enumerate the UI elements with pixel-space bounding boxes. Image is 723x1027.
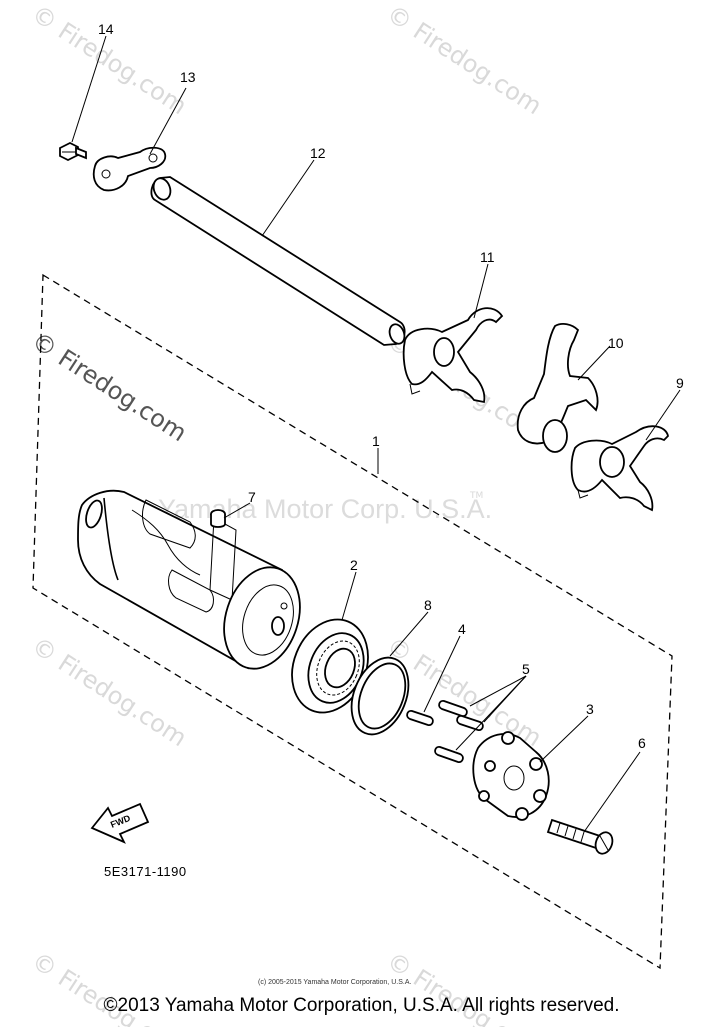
callout-14: 14 <box>98 21 114 37</box>
part-10-fork <box>516 323 599 453</box>
callout-3: 3 <box>586 701 594 717</box>
part-11-fork <box>402 307 504 404</box>
part-8-ring <box>350 656 410 736</box>
callout-10: 10 <box>608 335 624 351</box>
callout-5: 5 <box>522 661 530 677</box>
leader-lines <box>71 35 681 833</box>
part-6-screw <box>546 818 614 855</box>
callout-12: 12 <box>310 145 326 161</box>
watermark-firedog: © Firedog.com <box>27 632 192 753</box>
fwd-arrow-icon: FWD <box>90 802 150 844</box>
callouts: 14 13 12 11 10 9 1 7 2 8 4 5 3 6 <box>98 21 684 751</box>
part-9-fork <box>570 425 669 512</box>
watermark-tm: TM <box>469 491 483 501</box>
watermark-firedog: © Firedog.com <box>382 0 547 120</box>
part-13-plate <box>92 146 167 192</box>
callout-11: 11 <box>480 249 495 265</box>
callout-6: 6 <box>638 735 646 751</box>
small-copyright: (c) 2005-2015 Yamaha Motor Corporation, … <box>258 979 411 986</box>
assembly-boundary <box>32 273 673 970</box>
part-5-pins <box>434 700 484 763</box>
callout-8: 8 <box>424 597 432 613</box>
part-7-pin <box>210 509 226 528</box>
part-12-shaft <box>150 176 406 346</box>
part-3-segment <box>472 731 550 821</box>
watermark-firedog: © Firedog.com <box>27 327 192 448</box>
callout-2: 2 <box>350 557 358 573</box>
watermark-yamaha: Yamaha Motor Corp. U.S.A. <box>158 494 492 524</box>
callout-9: 9 <box>676 375 684 391</box>
footer-copyright: ©2013 Yamaha Motor Corporation, U.S.A. A… <box>103 995 620 1016</box>
part-4-pin <box>406 710 434 726</box>
diagram-part-number: 5E3171-1190 <box>104 864 187 879</box>
part-1-shift-drum <box>77 489 301 670</box>
part-14-bolt <box>59 141 87 162</box>
part-2-bearing <box>291 618 369 714</box>
watermark-firedog: © Firedog.com <box>27 0 192 120</box>
callout-1: 1 <box>372 433 380 449</box>
callout-4: 4 <box>458 621 466 637</box>
callout-13: 13 <box>180 69 196 85</box>
callout-7: 7 <box>248 489 256 505</box>
